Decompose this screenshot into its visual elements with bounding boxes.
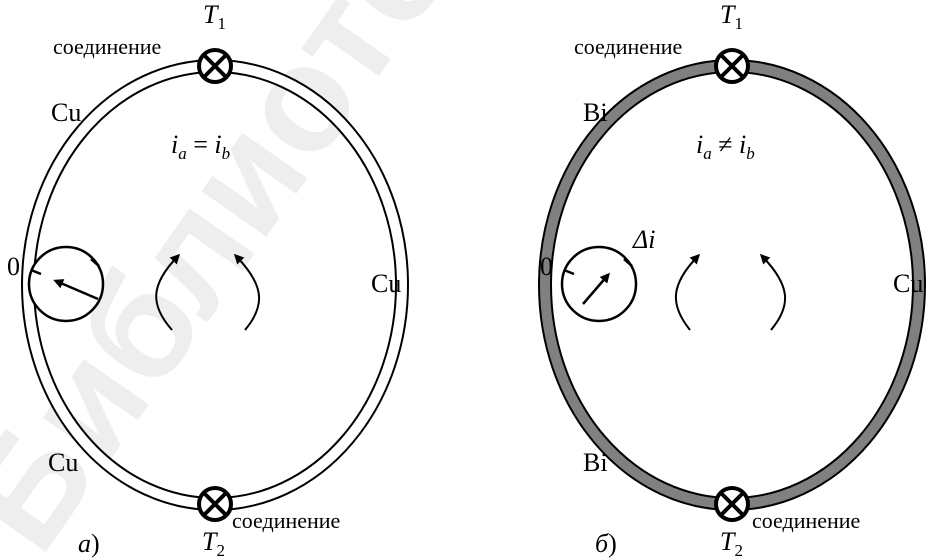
panel-b: соединение соединение T1 T2 Bi Bi Cu 0 Δ…: [538, 0, 926, 559]
panel-a: соединение соединение T1 T2 Cu Cu Cu 0 i…: [7, 0, 409, 559]
current-arrow-right: [759, 253, 786, 331]
wire-material-upper-left: Bi: [583, 98, 608, 127]
junction-top-label: соединение: [574, 34, 682, 59]
wire-material-lower-left: Cu: [48, 448, 78, 477]
galvanometer-zero-label: 0: [7, 252, 20, 281]
wire-material-upper-left: Cu: [51, 98, 81, 127]
current-relation: ia = ib: [171, 130, 230, 163]
junction-top-icon: [714, 48, 750, 84]
temperature-t1-label: T1: [720, 0, 743, 33]
temperature-t2-label: T2: [720, 527, 743, 559]
junction-top-icon: [197, 48, 233, 84]
temperature-t1-label: T1: [203, 0, 226, 33]
current-arrow-left: [155, 253, 181, 331]
galvanometer: [560, 245, 638, 323]
wire-material-right: Cu: [371, 269, 401, 298]
galvanometer: [27, 245, 105, 323]
current-arrow-left: [675, 253, 701, 331]
panel-b-caption: б): [595, 529, 617, 558]
junction-bottom-label: соединение: [752, 508, 860, 533]
galvanometer-needle: [53, 279, 99, 301]
galvanometer-delta-label: Δi: [632, 225, 655, 254]
wire-material-right: Cu: [893, 269, 923, 298]
junction-bottom-icon: [197, 486, 233, 522]
junction-top-label: соединение: [53, 34, 161, 59]
galvanometer-zero-label: 0: [540, 252, 553, 281]
junction-bottom-icon: [714, 486, 750, 522]
current-arrow-right: [233, 253, 260, 331]
temperature-t2-label: T2: [202, 527, 225, 559]
junction-bottom-label: соединение: [232, 508, 340, 533]
galvanometer-needle: [582, 272, 610, 305]
panel-a-caption: a): [78, 529, 100, 558]
current-relation: ia ≠ ib: [696, 130, 755, 163]
wire-material-lower-left: Bi: [583, 448, 608, 477]
